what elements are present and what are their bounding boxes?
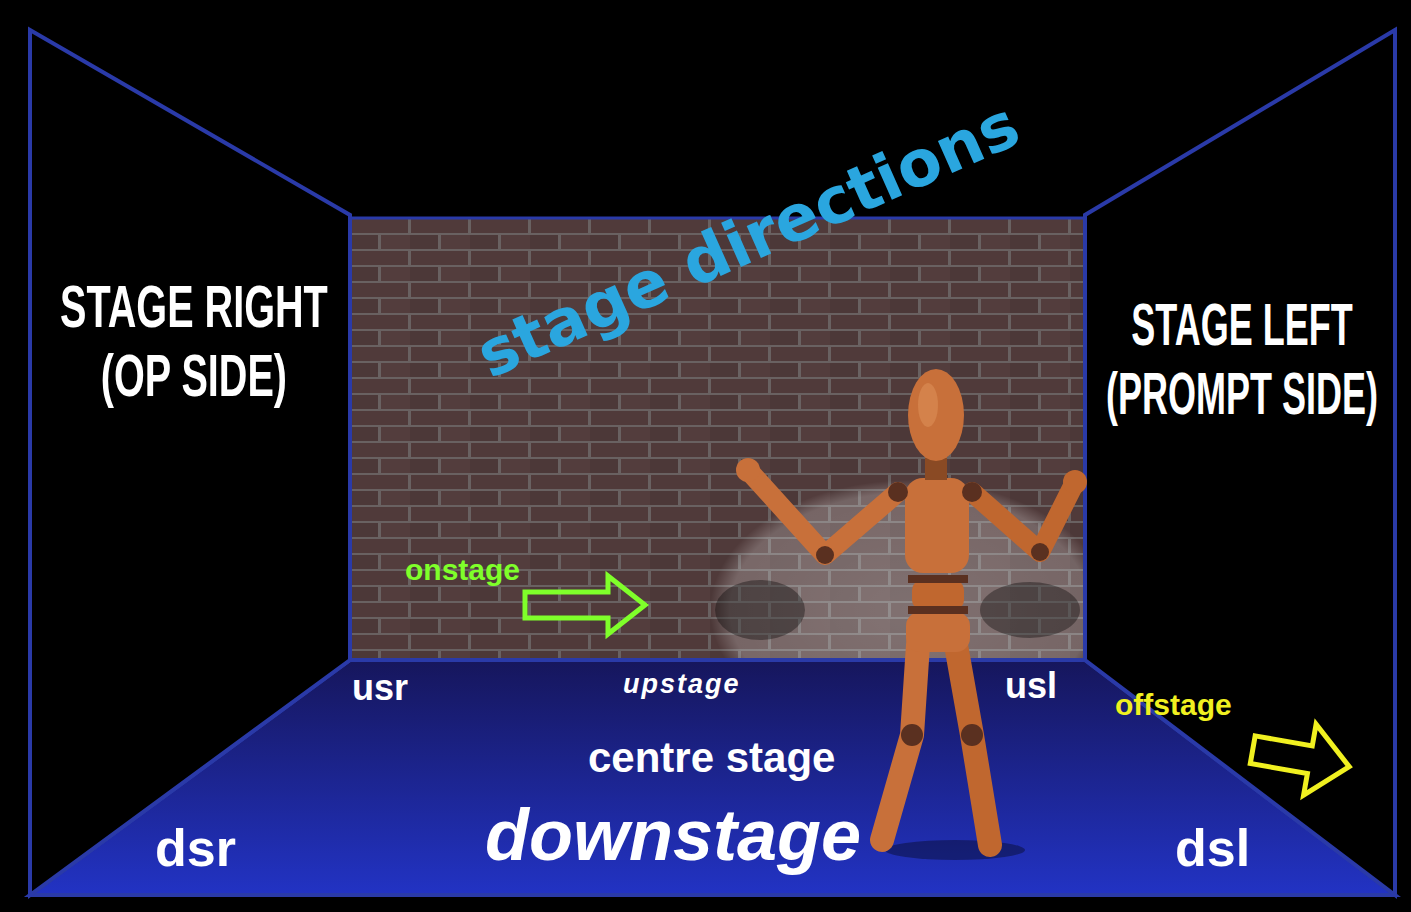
left-wing [30, 30, 350, 895]
mannequin [736, 369, 1087, 860]
right-wing [1085, 30, 1395, 895]
stage-left-label: STAGE LEFT (PROMPT SIDE) [1104, 290, 1380, 428]
onstage-label: onstage [405, 553, 520, 586]
area-label: usl [1005, 666, 1057, 706]
area-label: centre stage [588, 735, 835, 781]
stage-right-label: STAGE RIGHT (OP SIDE) [52, 272, 336, 410]
offstage-arrow [1246, 714, 1355, 802]
area-label: dsr [155, 820, 236, 877]
offstage-label: offstage [1115, 688, 1232, 721]
area-label: usr [352, 668, 408, 708]
area-label: dsl [1175, 820, 1250, 877]
spotlight [710, 480, 1085, 660]
area-label: upstage [623, 670, 741, 700]
onstage-arrow [525, 576, 645, 634]
area-label: downstage [485, 796, 861, 875]
